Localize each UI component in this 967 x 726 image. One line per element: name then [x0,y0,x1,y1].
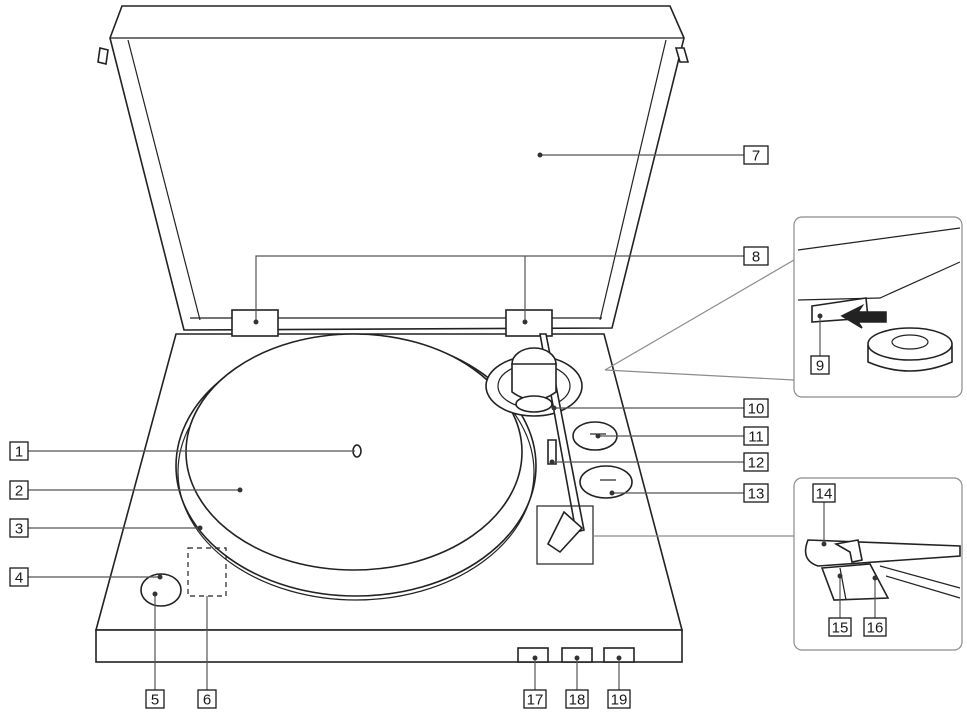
callout-7: 7 [743,145,769,165]
callout-17-text: 17 [527,692,544,709]
callout-19: 19 [607,689,631,709]
leader-dots [152,152,878,661]
rear-switch-17 [517,647,549,663]
callout-5: 5 [145,689,165,709]
callout-4: 4 [9,567,29,587]
callout-10: 10 [743,398,769,418]
headshell [546,510,584,554]
callout-9-text: 9 [816,358,824,375]
callout-1: 1 [9,441,29,461]
inset-cartridge-detail [593,477,963,651]
callout-10-text: 10 [748,401,765,418]
headshell-highlight-box [536,505,594,565]
tonearm-pivot [515,395,553,413]
start-stop-button [140,573,182,607]
callout-4-text: 4 [15,570,23,587]
tonearm-assembly [485,333,633,565]
callout-12: 12 [743,452,769,472]
callout-15: 15 [828,617,852,637]
callout-16-text: 16 [867,620,884,637]
callout-8-text: 8 [752,249,760,266]
callout-labels: 1 2 3 4 5 6 7 8 9 10 11 12 13 14 15 16 1… [9,145,887,709]
callout-19-text: 19 [611,692,628,709]
callout-11: 11 [743,426,769,446]
callout-2-text: 2 [15,483,23,500]
cartridge [820,563,890,601]
callout-9: 9 [810,355,830,375]
callout-1-text: 1 [15,444,23,461]
callout-6: 6 [197,689,217,709]
callout-14: 14 [812,483,836,503]
callout-11-text: 11 [748,429,764,446]
cover-clip-left [97,47,109,65]
callout-5-text: 5 [151,692,159,709]
callout-7-text: 7 [752,148,760,165]
arm-rest [547,439,557,465]
dust-cover [97,5,690,331]
hinge-right [505,309,553,337]
callout-2: 2 [9,480,29,500]
callout-12-text: 12 [748,455,765,472]
callout-3: 3 [9,518,29,538]
callout-15-text: 15 [832,620,849,637]
callout-6-text: 6 [203,692,211,709]
callout-14-text: 14 [816,486,833,503]
callout-18: 18 [565,689,589,709]
callout-16: 16 [863,617,887,637]
callout-13: 13 [743,483,769,503]
cover-clip-right [674,47,690,63]
headshell-side [804,539,961,567]
callout-8: 8 [743,246,769,266]
counterweight [511,363,557,401]
callout-3-text: 3 [15,521,23,538]
callout-13-text: 13 [748,486,765,503]
inset-adapter-detail [604,216,963,398]
speed-selector-knob [579,465,633,499]
leader-lines [28,154,876,690]
platter [175,333,537,601]
internal-switch-dashed [187,547,227,597]
callout-17: 17 [523,689,547,709]
callout-18-text: 18 [569,692,586,709]
